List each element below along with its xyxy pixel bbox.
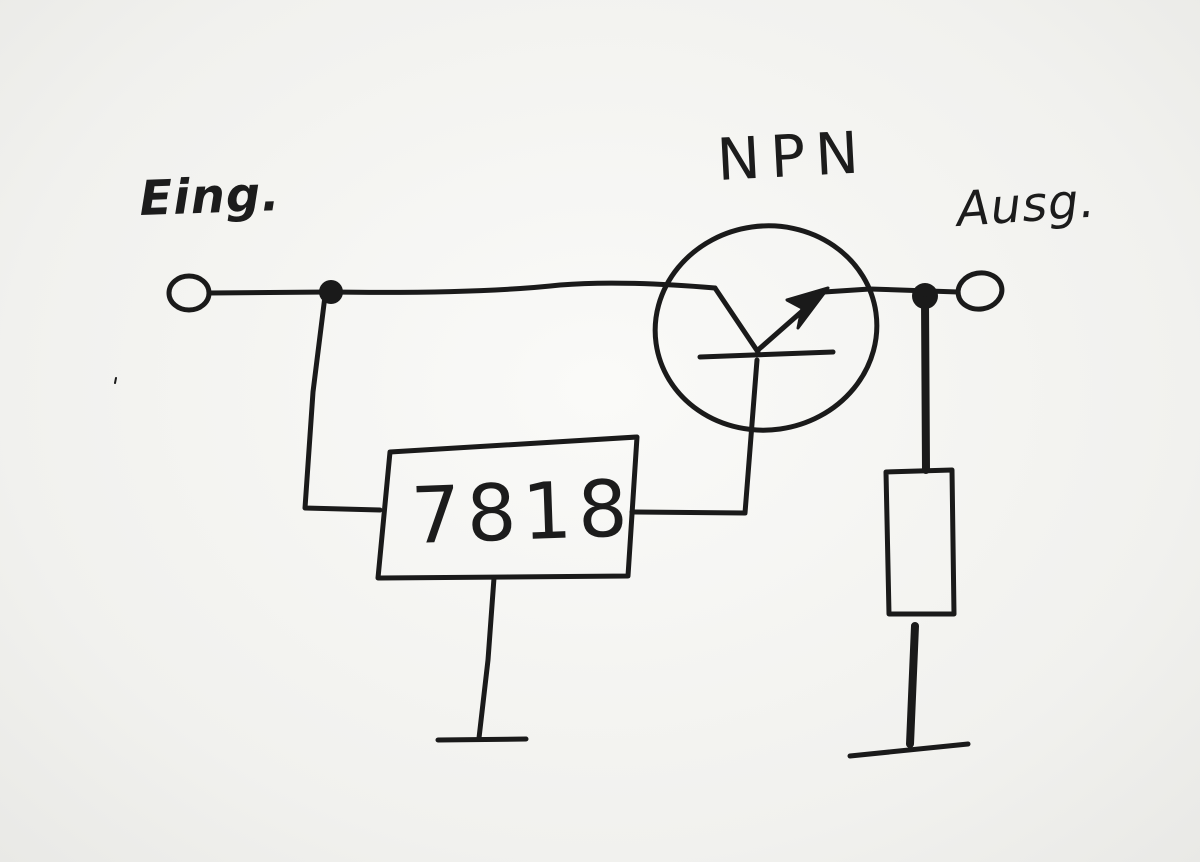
transistor-collector [712, 285, 761, 355]
load-ground-symbol [847, 741, 971, 759]
output-label: Ausg. [952, 172, 1098, 238]
input-wire [206, 280, 718, 296]
transistor-body [652, 223, 880, 433]
base-wire [629, 357, 760, 516]
regulator-label: 7818 [410, 464, 636, 562]
input-label: Eing. [138, 166, 281, 227]
load-top-lead [921, 296, 930, 474]
regulator-ground-lead [476, 575, 497, 741]
transistor-type-label: NPN [715, 118, 870, 194]
stray-mark [114, 377, 117, 384]
regulator-input-wire [302, 293, 383, 513]
emitter-arrow-icon [785, 286, 830, 330]
load-resistor [883, 467, 957, 617]
regulator-ground-symbol [435, 736, 529, 743]
load-bottom-lead [906, 622, 919, 748]
regulator-box [375, 434, 640, 581]
transistor-base-bar [697, 349, 836, 360]
output-wire [821, 286, 961, 295]
input-terminal [166, 273, 212, 313]
output-terminal [955, 270, 1005, 312]
